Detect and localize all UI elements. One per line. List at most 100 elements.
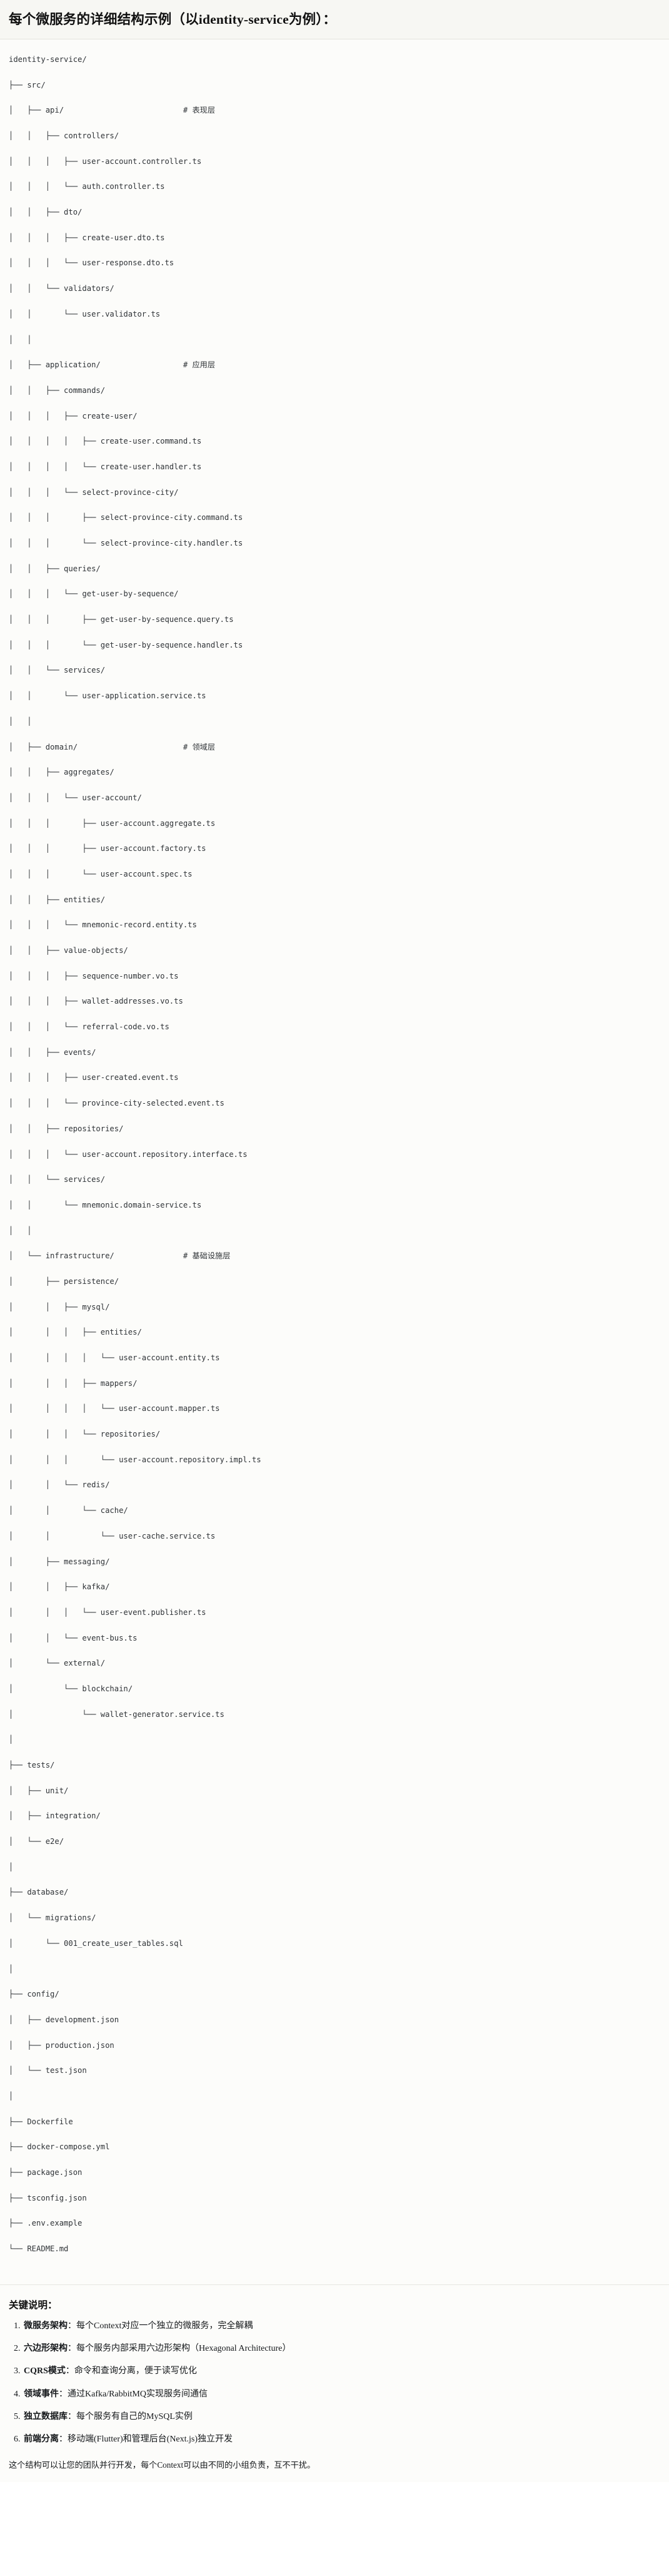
tree-line: │ ├── production.json xyxy=(9,2040,114,2050)
tree-line: identity-service/ xyxy=(9,54,87,64)
tree-line: │ │ │ ├── get-user-by-sequence.query.ts xyxy=(9,615,234,624)
tree-line: │ ├── application/ # 应用层 xyxy=(9,360,216,370)
tree-line: │ └── blockchain/ xyxy=(9,1684,133,1693)
tree-line: │ │ └── user-application.service.ts xyxy=(9,691,206,701)
tree-line: │ │ │ ├── user-account.controller.ts xyxy=(9,156,202,166)
tree-line: │ │ └── mnemonic.domain-service.ts xyxy=(9,1200,202,1209)
tree-line: ├── src/ xyxy=(9,80,46,89)
tree-line: │ ├── domain/ # 领域层 xyxy=(9,742,216,751)
tree-line: │ │ │ └── select-province-city/ xyxy=(9,487,179,497)
tree-line: │ │ ├── aggregates/ xyxy=(9,768,114,777)
tree-line: ├── config/ xyxy=(9,1990,59,1999)
key-note-body: 每个服务有自己的MySQL实例 xyxy=(76,2411,193,2421)
tree-line: │ │ ├── events/ xyxy=(9,1047,96,1057)
tree-line: │ │ ├── kafka/ xyxy=(9,1582,110,1592)
key-note-term: 六边形架构 xyxy=(24,2344,68,2354)
tree-line: │ │ │ └── province-city-selected.event.t… xyxy=(9,1099,224,1108)
key-note-separator: ： xyxy=(68,2321,76,2331)
key-note-body: 每个服务内部采用六边形架构（Hexagonal Architecture） xyxy=(76,2344,291,2354)
closing-paragraph: 这个结构可以让您的团队并行开发，每个Context可以由不同的小组负责，互不干扰… xyxy=(9,2460,316,2470)
tree-line: │ │ xyxy=(9,335,32,344)
tree-line: │ │ ├── queries/ xyxy=(9,564,101,573)
tree-line: │ │ │ └── user-account.spec.ts xyxy=(9,869,193,878)
tree-line: │ │ ├── repositories/ xyxy=(9,1124,124,1133)
directory-tree-block: identity-service/ ├── src/ │ ├── api/ # … xyxy=(0,39,669,2285)
tree-line: │ │ │ │ └── user-account.mapper.ts xyxy=(9,1404,220,1413)
key-note-body: 移动端(Flutter)和管理后台(Next.js)独立开发 xyxy=(68,2435,233,2445)
tree-line: │ └── infrastructure/ # 基础设施层 xyxy=(9,1251,231,1261)
tree-line: └── README.md xyxy=(9,2244,69,2254)
key-note-body: 每个Context对应一个独立的微服务，完全解耦 xyxy=(76,2321,253,2331)
tree-line: │ │ └── services/ xyxy=(9,1175,106,1184)
tree-line: │ │ │ ├── mappers/ xyxy=(9,1378,138,1388)
tree-line: │ │ │ │ └── user-account.entity.ts xyxy=(9,1353,220,1362)
tree-line: │ └── external/ xyxy=(9,1659,106,1668)
tree-line: │ │ │ ├── user-created.event.ts xyxy=(9,1073,179,1082)
tree-line: │ xyxy=(9,1964,14,1973)
tree-line: │ │ ├── value-objects/ xyxy=(9,946,128,955)
key-note-separator: ： xyxy=(68,2411,76,2421)
tree-line: │ │ │ ├── wallet-addresses.vo.ts xyxy=(9,997,183,1006)
tree-line: │ │ │ └── referral-code.vo.ts xyxy=(9,1022,169,1032)
tree-line: │ │ ├── commands/ xyxy=(9,385,106,395)
tree-line: │ ├── unit/ xyxy=(9,1786,69,1795)
tree-line: │ │ │ └── repositories/ xyxy=(9,1430,161,1439)
tree-line: │ │ └── cache/ xyxy=(9,1506,128,1515)
key-note-term: CQRS模式 xyxy=(24,2366,66,2376)
tree-line: │ │ │ └── user-account/ xyxy=(9,793,142,802)
tree-line: │ ├── api/ # 表现层 xyxy=(9,106,216,115)
tree-line: │ │ └── redis/ xyxy=(9,1480,110,1490)
tree-line: ├── Dockerfile xyxy=(9,2117,73,2126)
key-notes-block: 关键说明： 微服务架构：每个Context对应一个独立的微服务，完全解耦六边形架… xyxy=(0,2284,669,2483)
tree-line: │ │ │ └── user-account.repository.impl.t… xyxy=(9,1455,261,1464)
tree-line: │ │ │ └── user-response.dto.ts xyxy=(9,258,174,268)
key-note-item: 领域事件：通过Kafka/RabbitMQ实现服务间通信 xyxy=(23,2388,660,2401)
page-title: 每个微服务的详细结构示例（以identity-service为例）： xyxy=(9,12,336,27)
tree-line: │ │ ├── dto/ xyxy=(9,208,83,217)
tree-line: │ │ └── services/ xyxy=(9,666,106,675)
tree-line: │ └── 001_create_user_tables.sql xyxy=(9,1938,183,1948)
key-note-body: 通过Kafka/RabbitMQ实现服务间通信 xyxy=(68,2389,208,2399)
tree-line: │ xyxy=(9,1735,14,1744)
key-note-separator: ： xyxy=(59,2389,68,2399)
tree-line: │ │ └── user.validator.ts xyxy=(9,309,161,318)
key-notes-title: 关键说明： xyxy=(9,2299,58,2311)
key-note-item: 微服务架构：每个Context对应一个独立的微服务，完全解耦 xyxy=(23,2320,660,2333)
tree-line: │ │ xyxy=(9,716,32,726)
tree-line: │ ├── messaging/ xyxy=(9,1557,110,1566)
key-note-item: CQRS模式：命令和查询分离，便于读写优化 xyxy=(23,2365,660,2378)
tree-line: │ xyxy=(9,1862,14,1871)
tree-line: │ │ ├── controllers/ xyxy=(9,131,119,140)
tree-line: │ │ │ └── auth.controller.ts xyxy=(9,182,165,191)
tree-line: │ └── test.json xyxy=(9,2066,87,2075)
key-note-item: 六边形架构：每个服务内部采用六边形架构（Hexagonal Architectu… xyxy=(23,2343,660,2355)
tree-line: │ │ │ ├── user-account.aggregate.ts xyxy=(9,818,216,828)
tree-line: ├── docker-compose.yml xyxy=(9,2142,110,2152)
tree-line: │ │ └── validators/ xyxy=(9,284,114,293)
tree-line: │ │ │ ├── create-user/ xyxy=(9,411,138,420)
tree-line: │ xyxy=(9,2091,14,2100)
tree-line: │ │ └── user-cache.service.ts xyxy=(9,1531,216,1540)
document-page: 每个微服务的详细结构示例（以identity-service为例）： ident… xyxy=(0,0,669,2482)
key-note-separator: ： xyxy=(68,2344,76,2354)
tree-line: │ │ │ ├── user-account.factory.ts xyxy=(9,844,206,853)
tree-line: ├── tests/ xyxy=(9,1761,55,1769)
tree-line: │ └── e2e/ xyxy=(9,1837,64,1846)
tree-line: │ │ │ ├── sequence-number.vo.ts xyxy=(9,971,179,980)
tree-line: │ │ │ └── get-user-by-sequence.handler.t… xyxy=(9,640,243,649)
key-note-term: 微服务架构 xyxy=(24,2321,68,2331)
tree-line: │ │ ├── entities/ xyxy=(9,895,106,904)
tree-line: │ │ │ └── user-event.publisher.ts xyxy=(9,1607,206,1617)
key-note-term: 领域事件 xyxy=(24,2389,59,2399)
tree-line: │ │ ├── mysql/ xyxy=(9,1302,110,1311)
key-note-item: 独立数据库：每个服务有自己的MySQL实例 xyxy=(23,2411,660,2423)
tree-line: ├── package.json xyxy=(9,2168,83,2177)
tree-line: │ │ │ │ ├── create-user.command.ts xyxy=(9,437,202,446)
tree-line: │ │ xyxy=(9,1226,32,1235)
key-note-term: 前端分离 xyxy=(24,2435,59,2445)
tree-line: │ │ │ ├── create-user.dto.ts xyxy=(9,233,165,242)
tree-line: │ │ │ └── get-user-by-sequence/ xyxy=(9,589,179,599)
tree-line: │ └── migrations/ xyxy=(9,1913,96,1923)
tree-line: │ ├── integration/ xyxy=(9,1811,101,1821)
tree-line: ├── tsconfig.json xyxy=(9,2193,87,2202)
